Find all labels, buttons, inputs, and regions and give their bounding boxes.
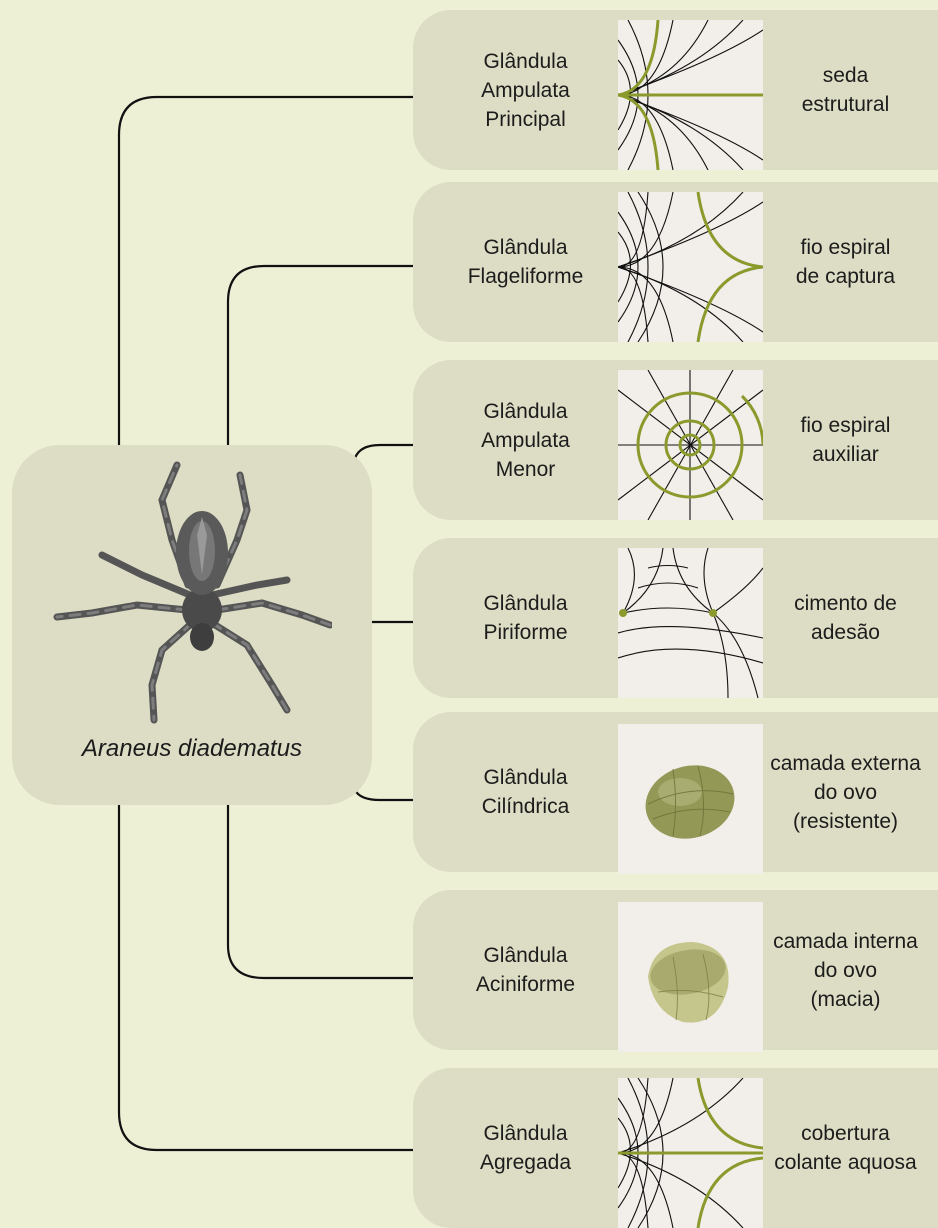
- species-label: Araneus diadematus: [12, 735, 372, 763]
- gland-name: Glândula Piriforme: [413, 538, 638, 698]
- gland-product: camada interna do ovo (macia): [753, 890, 938, 1050]
- web-radial-spiral-icon: [618, 370, 763, 520]
- gland-name: Glândula Ampulata Principal: [413, 10, 638, 170]
- spider-illustration-icon: [52, 455, 332, 725]
- gland-card-piriforme: Glândula Piriforme cimento de adesão: [413, 538, 938, 698]
- gland-product: cimento de adesão: [753, 538, 938, 698]
- gland-product: cobertura colante aquosa: [753, 1068, 938, 1228]
- gland-card-cilindrica: Glândula Cilíndrica camada externa do ov…: [413, 712, 938, 872]
- gland-product: fio espiral auxiliar: [753, 360, 938, 520]
- web-corner-aqueous-icon: [618, 1078, 763, 1228]
- egg-whole-icon: [618, 724, 763, 874]
- gland-name: Glândula Agregada: [413, 1068, 638, 1228]
- gland-card-ampulata-menor: Glândula Ampulata Menor fio espiral auxi…: [413, 360, 938, 520]
- gland-name: Glândula Aciniforme: [413, 890, 638, 1050]
- gland-product: fio espiral de captura: [753, 182, 938, 342]
- web-corner-capture-spiral-icon: [618, 192, 763, 342]
- web-attachment-points-icon: [618, 548, 763, 698]
- gland-name: Glândula Ampulata Menor: [413, 360, 638, 520]
- spider-card: Araneus diadematus: [12, 445, 372, 805]
- gland-card-aciniforme: Glândula Aciniforme camada interna do ov…: [413, 890, 938, 1050]
- gland-product: camada externa do ovo (resistente): [753, 712, 938, 872]
- gland-card-ampulata-principal: Glândula Ampulata Principal seda estrutu…: [413, 10, 938, 170]
- gland-name: Glândula Cilíndrica: [413, 712, 638, 872]
- egg-half-icon: [618, 902, 763, 1052]
- gland-card-flageliforme: Glândula Flageliforme fio espiral de cap…: [413, 182, 938, 342]
- web-corner-dragline-icon: [618, 20, 763, 170]
- gland-product: seda estrutural: [753, 10, 938, 170]
- gland-card-agregada: Glândula Agregada cobertura colante aquo…: [413, 1068, 938, 1228]
- gland-name: Glândula Flageliforme: [413, 182, 638, 342]
